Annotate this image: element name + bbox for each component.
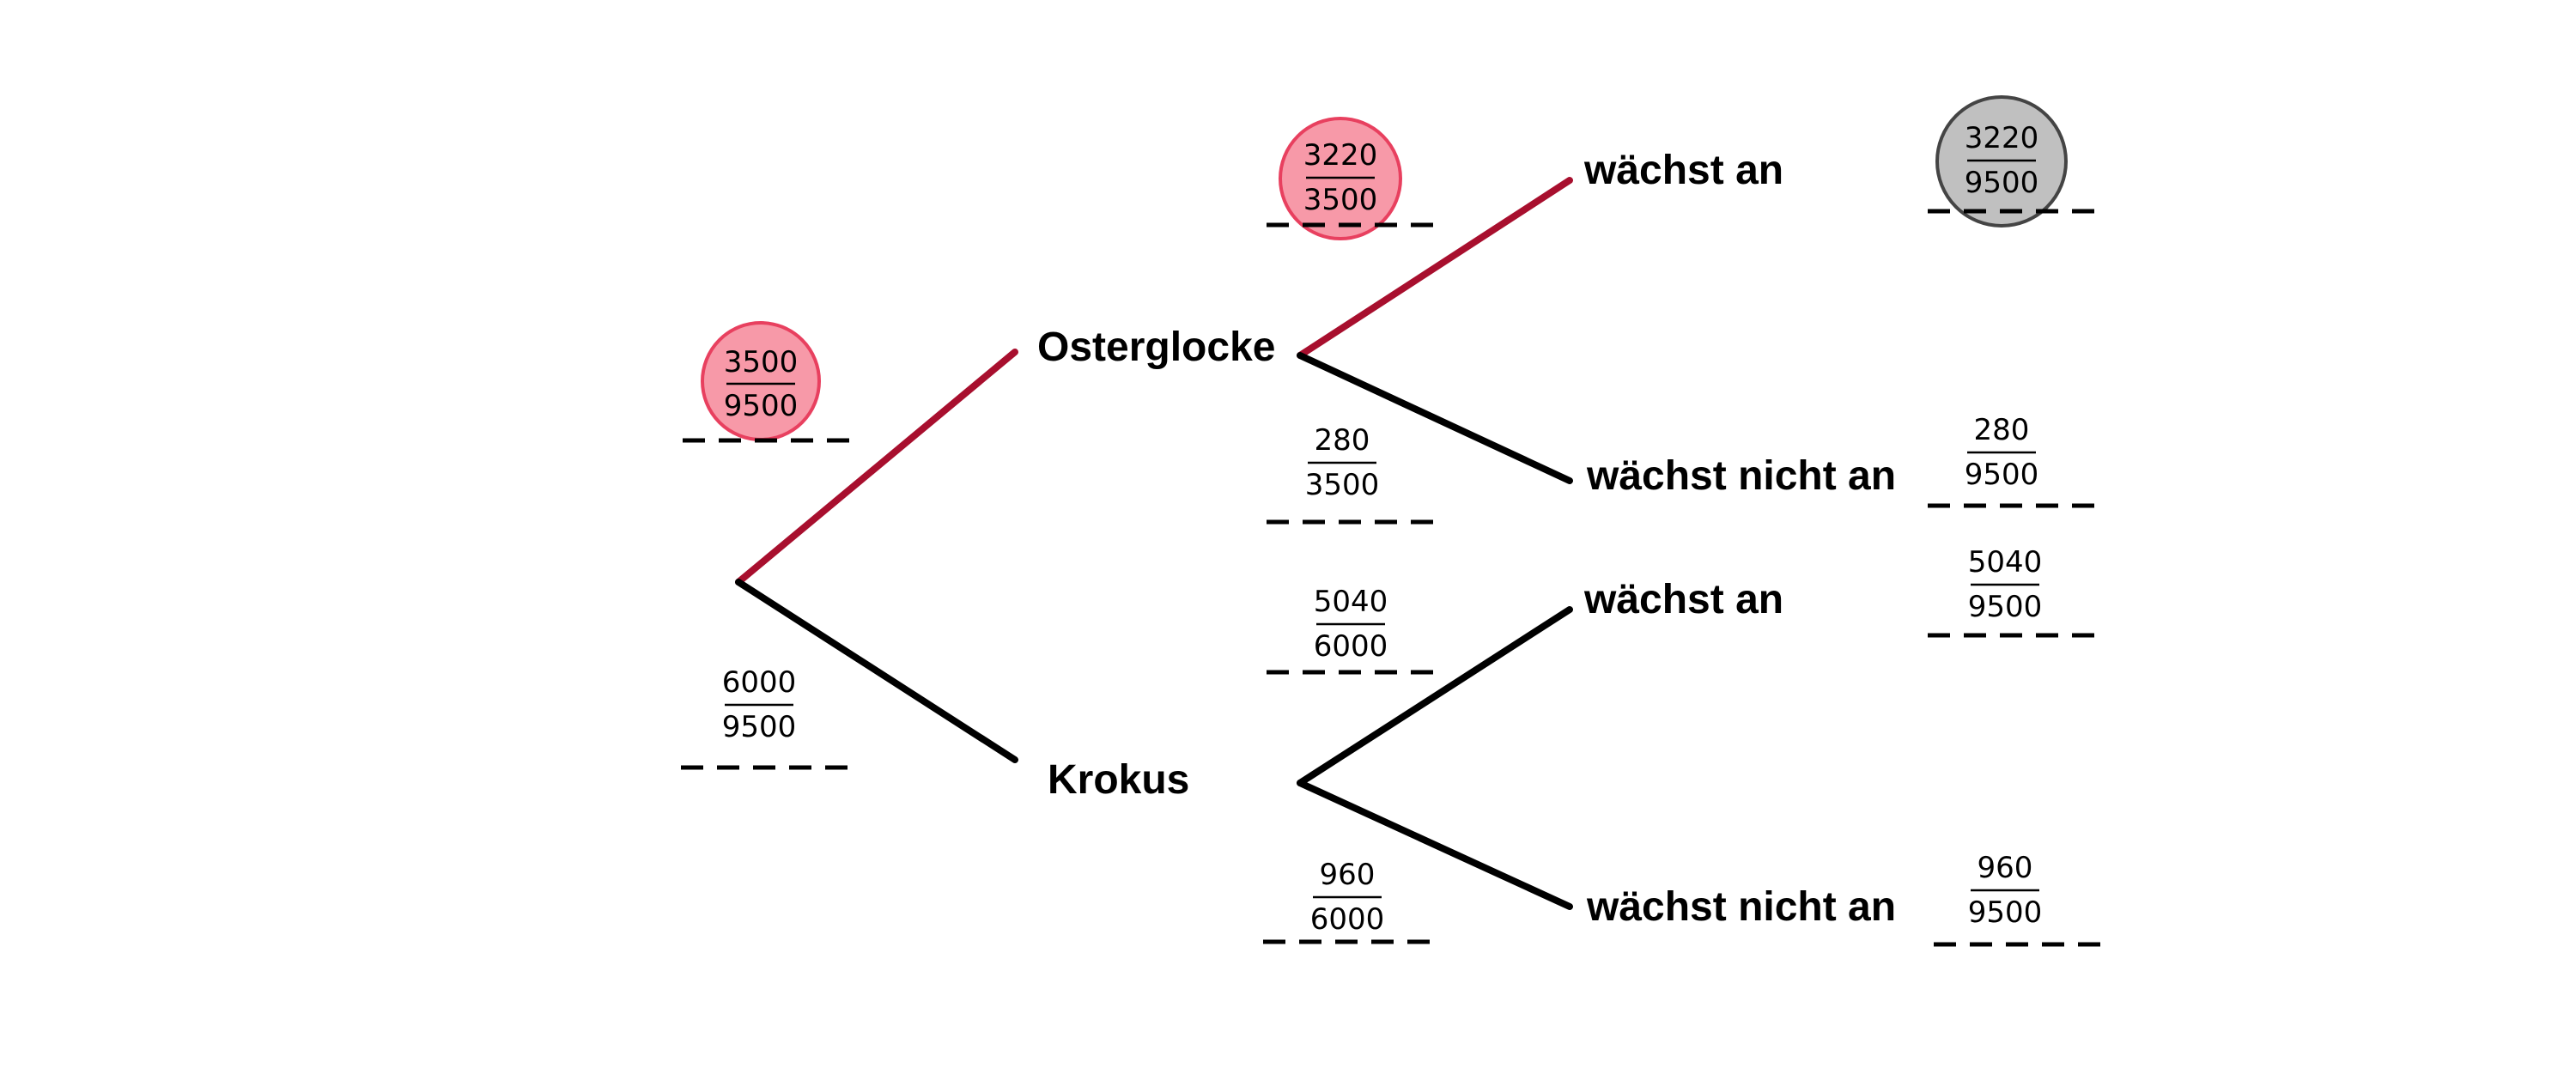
denominator: 9500 bbox=[1968, 895, 2043, 930]
node-krokus: Krokus bbox=[1048, 757, 1189, 803]
prob-krokus: 6000 9500 bbox=[681, 665, 861, 770]
denominator: 9500 bbox=[1965, 166, 2039, 200]
numerator: 280 bbox=[1974, 413, 2030, 447]
denominator: 3500 bbox=[1303, 183, 1378, 217]
numerator: 280 bbox=[1315, 423, 1370, 458]
denominator: 9500 bbox=[722, 710, 797, 744]
numerator: 3220 bbox=[1303, 138, 1378, 173]
node-krokus-waechst-an: wächst an bbox=[1583, 577, 1783, 622]
result-osterglocke-waechst-an: 3220 9500 bbox=[1928, 95, 2108, 228]
prob-krokus-waechst-an: 5040 6000 bbox=[1267, 585, 1447, 675]
numerator: 3500 bbox=[724, 345, 799, 379]
node-osterglocke-waechst-nicht-an: wächst nicht an bbox=[1586, 453, 1896, 499]
numerator: 6000 bbox=[722, 665, 797, 700]
denominator: 3500 bbox=[1305, 468, 1380, 502]
edge-osterglocke-waechst-nicht-an bbox=[1297, 352, 1573, 484]
numerator: 960 bbox=[1320, 858, 1376, 892]
node-osterglocke-waechst-an: wächst an bbox=[1583, 148, 1783, 193]
prob-krokus-waechst-nicht-an: 960 6000 bbox=[1263, 858, 1443, 944]
edge-krokus-waechst-nicht-an bbox=[1297, 780, 1573, 910]
result-krokus-waechst-an: 5040 9500 bbox=[1928, 545, 2108, 638]
denominator: 9500 bbox=[724, 389, 799, 423]
denominator: 9500 bbox=[1965, 458, 2039, 492]
node-osterglocke: Osterglocke bbox=[1037, 325, 1275, 370]
edge-root-osterglocke bbox=[735, 349, 1018, 586]
numerator: 3220 bbox=[1965, 121, 2039, 155]
result-osterglocke-waechst-nicht-an: 280 9500 bbox=[1928, 413, 2108, 508]
prob-osterglocke-waechst-nicht-an: 280 3500 bbox=[1267, 423, 1447, 525]
prob-osterglocke: 3500 9500 bbox=[683, 321, 863, 443]
result-krokus-waechst-nicht-an: 960 9500 bbox=[1934, 851, 2114, 947]
numerator: 960 bbox=[1978, 851, 2033, 885]
edge-krokus-waechst-an bbox=[1297, 606, 1573, 786]
node-krokus-waechst-nicht-an: wächst nicht an bbox=[1586, 884, 1896, 930]
denominator: 6000 bbox=[1310, 902, 1385, 937]
edge-root-krokus bbox=[735, 579, 1018, 763]
numerator: 5040 bbox=[1314, 585, 1388, 619]
denominator: 9500 bbox=[1968, 590, 2043, 624]
prob-osterglocke-waechst-an: 3220 3500 bbox=[1267, 117, 1447, 240]
denominator: 6000 bbox=[1314, 629, 1388, 664]
numerator: 5040 bbox=[1968, 545, 2043, 580]
edge-osterglocke-waechst-an bbox=[1297, 177, 1573, 359]
